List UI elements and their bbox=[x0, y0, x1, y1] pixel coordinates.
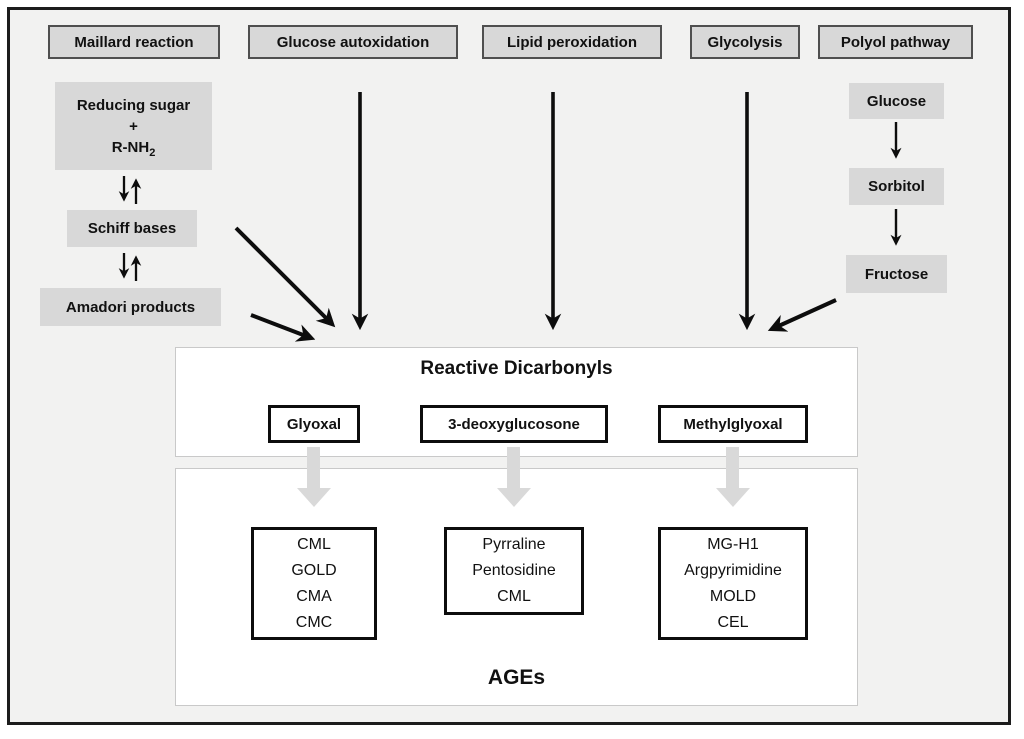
box-fructose: Fructose bbox=[846, 255, 947, 293]
gray-block-arrow-icon bbox=[497, 488, 531, 507]
age-group-box-3dg: Pyrraline Pentosidine CML bbox=[444, 527, 584, 615]
age-item: CMC bbox=[295, 613, 333, 631]
age-group-box-methylglyoxal: MG-H1 Argpyrimidine MOLD CEL bbox=[658, 527, 808, 640]
age-item: CMA bbox=[296, 587, 332, 605]
age-item: GOLD bbox=[291, 561, 337, 579]
age-item: CEL bbox=[717, 613, 749, 631]
gray-block-arrow-icon bbox=[716, 488, 750, 507]
header-glycolysis: Glycolysis bbox=[690, 25, 800, 59]
age-group-box-glyoxal: CML GOLD CMA CMC bbox=[251, 527, 377, 640]
header-lipid-peroxidation: Lipid peroxidation bbox=[482, 25, 662, 59]
gray-block-arrow-icon bbox=[297, 488, 331, 507]
age-item: Pyrraline bbox=[482, 536, 546, 553]
gray-block-arrow-icon bbox=[726, 447, 739, 489]
age-item: MG-H1 bbox=[707, 535, 759, 553]
age-item: Pentosidine bbox=[472, 562, 556, 579]
header-glucose-autoxidation: Glucose autoxidation bbox=[248, 25, 458, 59]
gray-block-arrow-icon bbox=[507, 447, 520, 489]
header-polyol-pathway: Polyol pathway bbox=[818, 25, 973, 59]
box-methylglyoxal: Methylglyoxal bbox=[658, 405, 808, 443]
reactive-dicarbonyls-title: Reactive Dicarbonyls bbox=[420, 358, 613, 379]
box-3-deoxyglucosone: 3-deoxyglucosone bbox=[420, 405, 608, 443]
age-item: Argpyrimidine bbox=[684, 561, 782, 579]
age-item: CML bbox=[497, 588, 531, 605]
age-item: MOLD bbox=[709, 587, 757, 605]
box-reducing-sugar: Reducing sugar + R-NH2 bbox=[55, 82, 212, 170]
plus-sign: + bbox=[129, 117, 138, 135]
gray-block-arrow-icon bbox=[307, 447, 320, 489]
header-maillard-reaction: Maillard reaction bbox=[48, 25, 220, 59]
reducing-sugar-line: Reducing sugar bbox=[76, 96, 191, 114]
r-nh2-line: R-NH2 bbox=[111, 138, 156, 159]
box-amadori-products: Amadori products bbox=[40, 288, 221, 326]
ages-title: AGEs bbox=[487, 666, 546, 689]
box-glucose: Glucose bbox=[849, 83, 944, 119]
box-glyoxal: Glyoxal bbox=[268, 405, 360, 443]
box-sorbitol: Sorbitol bbox=[849, 168, 944, 205]
box-schiff-bases: Schiff bases bbox=[67, 210, 197, 247]
age-item: CML bbox=[297, 535, 331, 553]
